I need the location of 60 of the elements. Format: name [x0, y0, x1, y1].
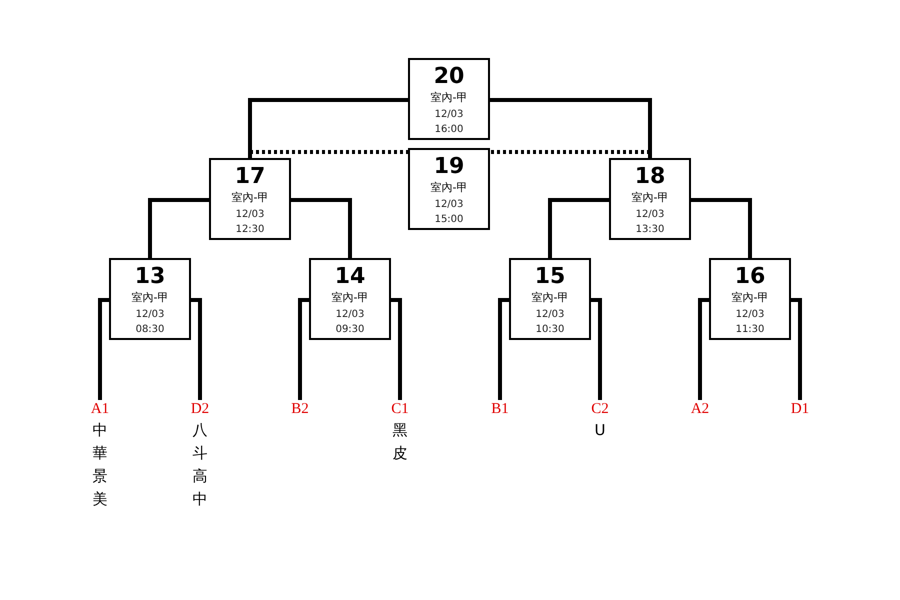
- seed-label: C2: [591, 400, 609, 418]
- seed-label: A1: [90, 400, 110, 418]
- match-time: 12/03 16:00: [434, 108, 464, 137]
- match-box: [408, 148, 490, 230]
- match-box: [209, 158, 291, 240]
- match-venue: 室內-甲: [430, 180, 468, 195]
- bracket-line: [691, 198, 752, 258]
- team-name: 黑皮: [392, 420, 408, 464]
- bracket-line: [191, 298, 202, 400]
- dotted-bracket-line: [248, 150, 408, 158]
- match-number: 16: [734, 264, 766, 290]
- match-box: [509, 258, 591, 340]
- match-box: [609, 158, 691, 240]
- match-venue: 室內-甲: [532, 290, 568, 305]
- bracket-line: [490, 98, 652, 158]
- match-time: 12/03 15:00: [434, 198, 464, 227]
- match-box: [109, 258, 191, 340]
- match-venue: 室內-甲: [132, 290, 168, 305]
- match-number: 13: [134, 264, 166, 290]
- match-venue: 室內-甲: [232, 190, 268, 205]
- match-box: [709, 258, 791, 340]
- match-box: [408, 58, 490, 140]
- match-number: 18: [634, 164, 666, 190]
- seed-label: D1: [790, 400, 810, 418]
- team-name: 中華景美: [92, 420, 108, 510]
- bracket-line: [698, 298, 709, 400]
- seed-label: D2: [190, 400, 210, 418]
- bracket-line: [148, 198, 209, 258]
- bracket-line: [791, 298, 802, 400]
- match-time: 12/03 11:30: [734, 308, 766, 337]
- match-venue: 室內-甲: [430, 90, 468, 105]
- match-number: 17: [234, 164, 266, 190]
- bracket-line: [298, 298, 309, 400]
- match-time: 12/03 08:30: [134, 308, 166, 337]
- match-venue: 室內-甲: [732, 290, 768, 305]
- dotted-bracket-line: [490, 150, 652, 158]
- bracket-line: [98, 298, 109, 400]
- seed-label: B2: [291, 400, 309, 418]
- match-number: 14: [334, 264, 366, 290]
- match-number: 15: [534, 264, 566, 290]
- seed-label: B1: [491, 400, 509, 418]
- bracket-line: [498, 298, 509, 400]
- seed-label: A2: [690, 400, 710, 418]
- match-time: 12/03 13:30: [634, 208, 666, 237]
- team-name: U: [594, 420, 606, 441]
- match-venue: 室內-甲: [332, 290, 368, 305]
- match-time: 12/03 09:30: [334, 308, 366, 337]
- bracket-line: [591, 298, 602, 400]
- bracket-line: [291, 198, 352, 258]
- seed-label: C1: [391, 400, 409, 418]
- match-time: 12/03 10:30: [534, 308, 566, 337]
- match-venue: 室內-甲: [632, 190, 668, 205]
- team-name: 八斗高中: [192, 420, 208, 510]
- bracket-line: [248, 98, 408, 158]
- match-time: 12/03 12:30: [234, 208, 266, 237]
- match-box: [309, 258, 391, 340]
- match-number: 20: [434, 64, 464, 90]
- match-number: 19: [434, 154, 464, 180]
- bracket-line: [391, 298, 402, 400]
- bracket-line: [548, 198, 609, 258]
